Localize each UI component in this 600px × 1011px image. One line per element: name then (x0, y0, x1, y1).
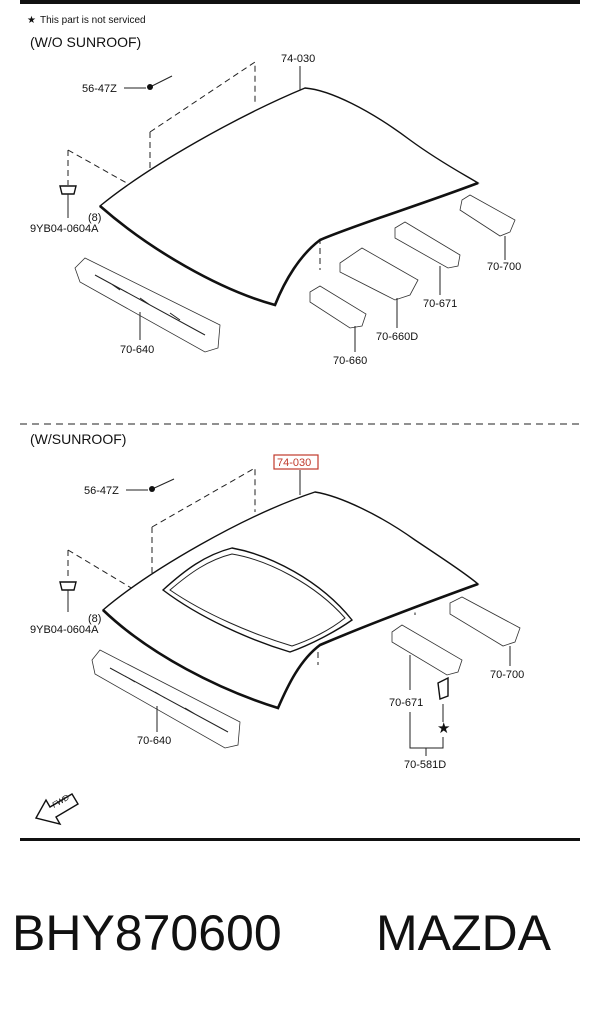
part-number: BHY870600 (12, 905, 282, 961)
bottom-rail-671-label: 70-671 (389, 697, 423, 709)
top-roof-label: 74-030 (281, 53, 315, 65)
top-border (20, 0, 580, 4)
top-rail-671-label: 70-671 (423, 298, 457, 310)
top-rail-660-label: 70-660 (333, 355, 367, 367)
not-serviced-note: This part is not serviced (40, 15, 146, 26)
bottom-section-title: (W/SUNROOF) (30, 431, 126, 447)
top-rail-rear (459, 194, 516, 237)
bottom-rail-rear (449, 596, 521, 647)
top-bolt-label: 56-47Z (82, 83, 117, 95)
bottom-clip-label: 9YB04-0604A (30, 624, 99, 636)
bottom-rail-671 (391, 624, 463, 676)
sunroof-opening-inner (169, 553, 346, 647)
top-section: (W/O SUNROOF) 56-47Z (8) 9YB04-0604A 74-… (30, 34, 521, 367)
top-roof-panel (98, 87, 480, 306)
top-section-title: (W/O SUNROOF) (30, 34, 141, 50)
top-roof-edge (99, 181, 479, 307)
brand-name: MAZDA (376, 905, 552, 961)
top-rail-660d (339, 247, 419, 301)
bottom-bolt-head (149, 486, 155, 492)
top-rail-660 (309, 285, 367, 329)
top-clip-qty: (8) (88, 212, 101, 224)
bottom-guide-lines (67, 467, 416, 665)
bottom-roof-edge (102, 582, 479, 710)
top-rail-660d-label: 70-660D (376, 331, 418, 343)
bottom-front-header-detail (109, 667, 229, 733)
sunroof-opening (161, 547, 354, 653)
top-clip-label: 9YB04-0604A (30, 223, 99, 235)
bottom-clip-qty: (8) (88, 613, 101, 625)
top-front-header-detail (94, 274, 206, 336)
top-guide-lines (67, 61, 419, 270)
bottom-clip-icon (59, 581, 77, 591)
highlight-box (273, 454, 319, 470)
bottom-bracket-label: 70-581D (404, 759, 446, 771)
bottom-border (20, 838, 580, 841)
top-rail-rear-label: 70-700 (487, 261, 521, 273)
bottom-section: (W/SUNROOF) 56-47Z (8) 9YB04-0604A 74-03… (30, 431, 524, 826)
top-bolt-head (147, 84, 153, 90)
bottom-bracket-icon (437, 676, 449, 700)
bottom-rail-rear-label: 70-700 (490, 669, 524, 681)
top-clip-icon (59, 185, 77, 195)
top-front-header (74, 257, 221, 353)
top-rail-671 (394, 221, 461, 269)
bottom-front-header-label: 70-640 (137, 735, 171, 747)
not-serviced-star: ★ (437, 719, 450, 737)
bottom-front-header (91, 649, 241, 749)
fwd-arrow-icon: FWD (34, 793, 79, 826)
bottom-roof-label: 74-030 (277, 457, 311, 469)
top-front-header-label: 70-640 (120, 344, 154, 356)
star-symbol: ★ (27, 15, 36, 26)
bottom-bolt-label: 56-47Z (84, 485, 119, 497)
